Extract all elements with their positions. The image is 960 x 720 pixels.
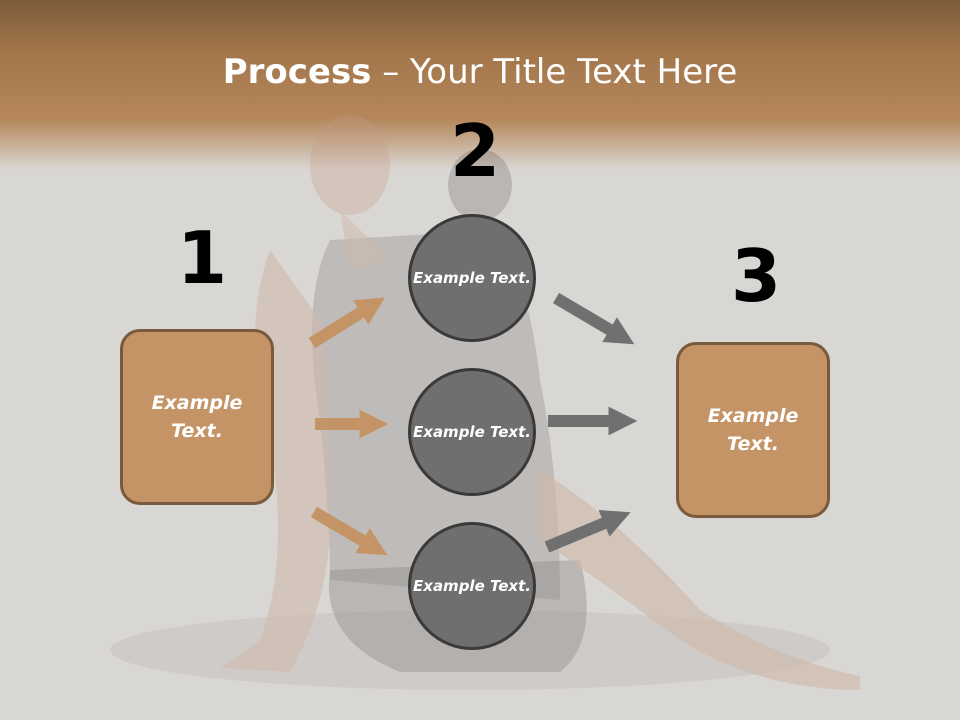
circle-middle-text: Example Text. [413, 422, 531, 441]
circle-top-text: Example Text. [413, 268, 531, 287]
left-process-box: Example Text. [120, 329, 274, 505]
title-banner [0, 0, 960, 170]
process-circle-bottom: Example Text. [408, 522, 536, 650]
process-circle-middle: Example Text. [408, 368, 536, 496]
circle-bottom-text: Example Text. [413, 576, 531, 595]
slide-title: Process – Your Title Text Here [0, 52, 960, 92]
step-number-1: 1 [177, 216, 228, 300]
title-rest: – Your Title Text Here [371, 52, 738, 92]
process-circle-top: Example Text. [408, 214, 536, 342]
arrow-left-to-top [308, 297, 386, 349]
step-number-2: 2 [450, 109, 501, 193]
right-process-box: Example Text. [676, 342, 830, 518]
title-bold: Process [222, 52, 372, 92]
right-box-text: Example Text. [707, 404, 799, 456]
arrow-top-to-right [552, 292, 635, 345]
arrow-left-to-bottom [310, 506, 388, 556]
arrow-bottom-to-right [544, 510, 631, 553]
step-number-3: 3 [731, 234, 782, 318]
left-box-text: Example Text. [151, 391, 243, 443]
